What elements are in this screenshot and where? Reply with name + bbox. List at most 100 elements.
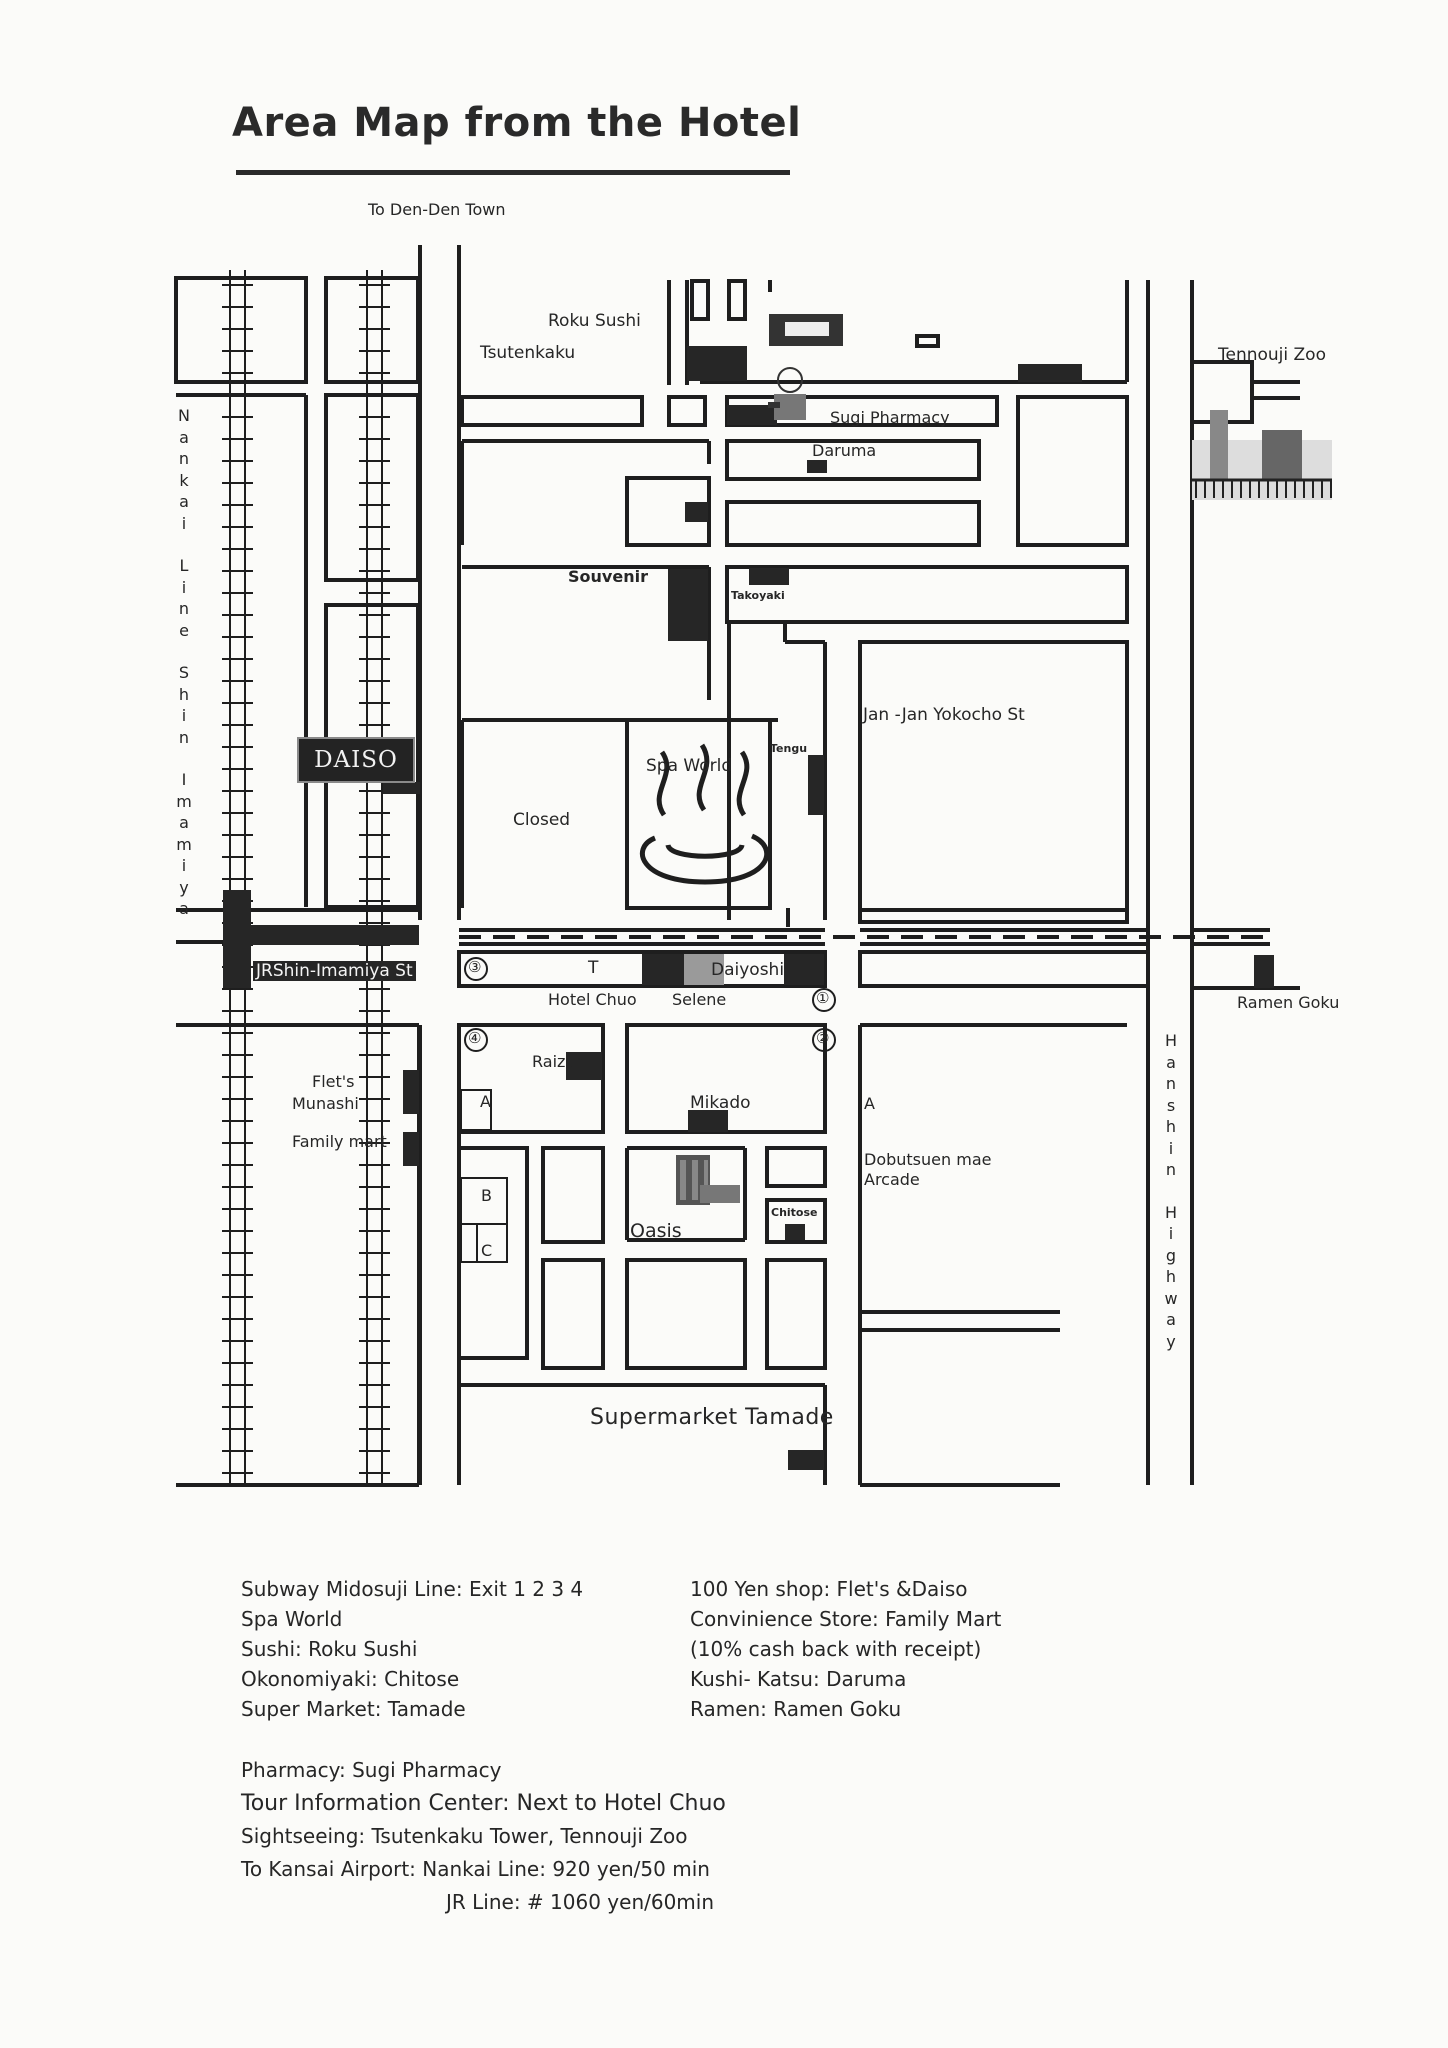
legend-bottom: Pharmacy: Sugi Pharmacy Tour Information… bbox=[241, 1754, 726, 1919]
label-mikado: Mikado bbox=[690, 1093, 751, 1113]
label-souvenir: Souvenir bbox=[568, 567, 648, 586]
legend-left-item: Sushi: Roku Sushi bbox=[241, 1637, 418, 1661]
legend-pharmacy: Pharmacy: Sugi Pharmacy bbox=[241, 1758, 502, 1782]
vertical-letter: m bbox=[176, 834, 192, 854]
vertical-letter bbox=[173, 641, 195, 662]
drugstore-mascot-icon bbox=[768, 367, 806, 420]
vertical-letter: h bbox=[178, 684, 190, 704]
label-chitose: Chitose bbox=[771, 1206, 818, 1219]
onsen-icon bbox=[639, 743, 770, 885]
vertical-letter: y bbox=[179, 877, 189, 897]
label-spa-world: Spa World bbox=[646, 756, 733, 776]
zoo-animals-icon bbox=[1192, 410, 1332, 500]
title-underline bbox=[236, 170, 790, 175]
label-supermarket-tamade: Supermarket Tamade bbox=[590, 1405, 834, 1430]
label-munashi: Munashi bbox=[292, 1094, 359, 1113]
vertical-letter: N bbox=[178, 406, 190, 425]
vertical-letter: a bbox=[179, 492, 189, 511]
label-dobutsuen-line1: Dobutsuen mae bbox=[864, 1150, 992, 1169]
label-b-marker: B bbox=[481, 1186, 492, 1205]
legend-right-item: Convinience Store: Family Mart bbox=[690, 1607, 1002, 1631]
label-jr-shin-imamiya: JRShin-Imamiya St bbox=[253, 961, 416, 981]
label-t-marker: T bbox=[588, 958, 599, 978]
vertical-letter: i bbox=[181, 513, 187, 533]
label-roku-sushi: Roku Sushi bbox=[548, 311, 641, 331]
legend-left-item: Okonomiyaki: Chitose bbox=[241, 1667, 460, 1691]
label-takoyaki: Takoyaki bbox=[731, 589, 785, 602]
label-tennouji-zoo: Tennouji Zoo bbox=[1218, 345, 1326, 365]
legend-right-item: 100 Yen shop: Flet's &Daiso bbox=[690, 1577, 968, 1601]
vertical-letter: a bbox=[1166, 1310, 1176, 1329]
vertical-letter: i bbox=[181, 856, 187, 875]
vertical-letter: L bbox=[179, 556, 189, 575]
label-a-marker-left: A bbox=[480, 1092, 491, 1111]
vertical-letter bbox=[173, 534, 195, 555]
hotel-building-icon bbox=[676, 1155, 740, 1205]
legend-tour-info: Tour Information Center: Next to Hotel C… bbox=[241, 1791, 726, 1816]
label-family-mart: Family mart bbox=[292, 1132, 387, 1151]
vertical-letter: I bbox=[181, 770, 187, 789]
vertical-letter: n bbox=[1165, 1160, 1177, 1179]
legend-jr-line: JR Line: # 1060 yen/60min bbox=[446, 1890, 715, 1914]
vertical-letter: i bbox=[1168, 1138, 1174, 1158]
legend-right-item: Kushi- Katsu: Daruma bbox=[690, 1667, 907, 1691]
label-raizan: Raizan bbox=[532, 1052, 586, 1071]
label-to-den-den-town: To Den-Den Town bbox=[368, 200, 506, 219]
restaurant-sign-icon bbox=[769, 314, 843, 346]
vertical-letter: h bbox=[1165, 1267, 1177, 1286]
label-exit-4: ④ bbox=[468, 1029, 482, 1047]
legend-right-item: Ramen: Ramen Goku bbox=[690, 1697, 902, 1721]
label-flets: Flet's bbox=[312, 1072, 355, 1091]
vertical-letter: e bbox=[179, 620, 189, 640]
vertical-letter: i bbox=[1168, 1224, 1174, 1243]
vertical-letter: i bbox=[181, 706, 187, 725]
vertical-letter: a bbox=[179, 427, 189, 447]
vertical-letter: s bbox=[1166, 1095, 1176, 1115]
legend-sightseeing: Sightseeing: Tsutenkaku Tower, Tennouji … bbox=[241, 1824, 688, 1848]
label-a-marker-right: A bbox=[864, 1094, 875, 1113]
label-daiyoshi: Daiyoshi bbox=[711, 960, 785, 980]
vertical-letter: k bbox=[179, 470, 189, 490]
vertical-letter: i bbox=[181, 577, 187, 597]
vertical-letter: h bbox=[1165, 1117, 1177, 1136]
vertical-letter: n bbox=[178, 449, 190, 468]
legend-left-item: Subway Midosuji Line: Exit 1 2 3 4 bbox=[241, 1577, 584, 1601]
label-jan-jan-yokocho: Jan -Jan Yokocho St bbox=[863, 705, 1025, 725]
legend-right-item: (10% cash back with receipt) bbox=[690, 1637, 982, 1661]
vertical-letter: w bbox=[1164, 1288, 1178, 1308]
label-tengu: Tengu bbox=[770, 742, 808, 755]
page-title: Area Map from the Hotel bbox=[232, 100, 802, 146]
daiso-store-sign: DAISO bbox=[297, 737, 415, 783]
label-selene: Selene bbox=[672, 990, 727, 1009]
label-exit-3: ③ bbox=[468, 958, 482, 976]
label-daruma: Daruma bbox=[812, 441, 877, 460]
vertical-letter: g bbox=[1165, 1245, 1177, 1265]
label-oasis: Oasis bbox=[630, 1220, 682, 1242]
label-exit-2: ② bbox=[816, 1029, 830, 1047]
label-hotel-chuo: Hotel Chuo bbox=[548, 990, 637, 1009]
legend-kansai-airport: To Kansai Airport: Nankai Line: 920 yen/… bbox=[241, 1857, 710, 1881]
vertical-letter: y bbox=[1166, 1331, 1176, 1351]
vertical-letter: n bbox=[1165, 1074, 1177, 1093]
label-c-marker: C bbox=[481, 1241, 493, 1260]
vertical-letter: m bbox=[176, 791, 192, 811]
label-closed: Closed bbox=[513, 810, 571, 830]
vertical-letter: a bbox=[179, 813, 189, 832]
label-exit-1: ① bbox=[816, 989, 830, 1007]
vertical-letter: H bbox=[1164, 1031, 1178, 1050]
vertical-letter: H bbox=[1164, 1202, 1178, 1222]
vertical-letter: a bbox=[179, 899, 189, 918]
label-dobutsuen-line2: Arcade bbox=[864, 1170, 920, 1189]
vertical-letter: a bbox=[1166, 1052, 1176, 1072]
legend-left-item: Super Market: Tamade bbox=[241, 1697, 466, 1721]
vertical-letter: n bbox=[178, 727, 190, 747]
vertical-letter bbox=[173, 748, 195, 769]
label-tsutenkaku: Tsutenkaku bbox=[480, 343, 576, 363]
label-ramen-goku: Ramen Goku bbox=[1237, 993, 1340, 1012]
